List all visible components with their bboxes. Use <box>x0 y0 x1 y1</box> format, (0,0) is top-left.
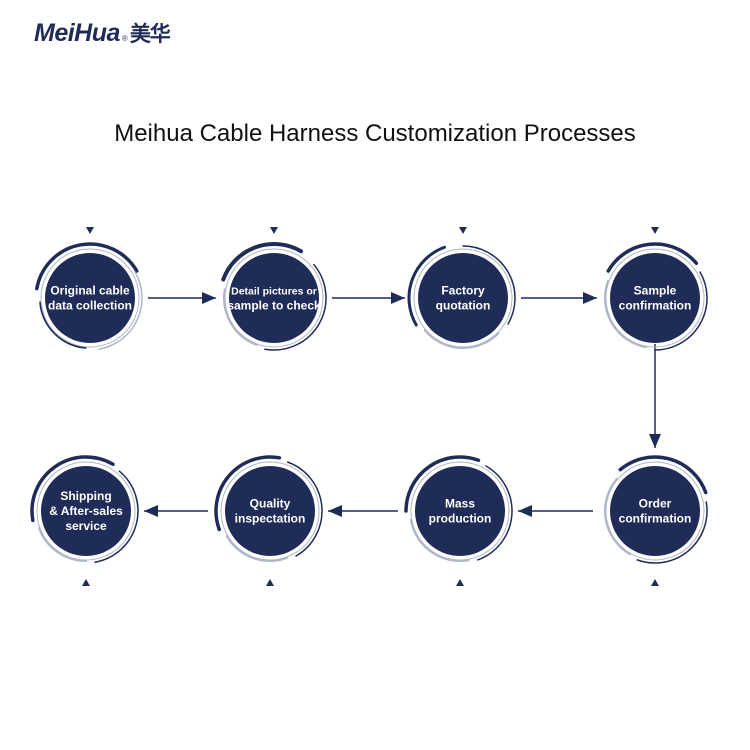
step-mass-production-ring-arc-1 <box>404 455 481 513</box>
step-order-confirmation-label-line-2: confirmation <box>619 512 692 526</box>
brand-name-chinese: 美华 <box>129 22 171 46</box>
step-mass-production-ring-arc-2 <box>477 465 513 561</box>
step-quality-inspectation-label-line-1: Quality <box>250 497 291 511</box>
step-factory-quotation-circle <box>418 253 508 343</box>
step-detail-pictures-or-sample-ring-arc-3 <box>223 288 258 346</box>
step-sample-confirmation-ring-arc-3 <box>604 279 648 349</box>
step-mass-production-label-line-1: Mass <box>445 497 475 511</box>
step-order-confirmation-ring-arc-2 <box>636 501 708 564</box>
step-factory-quotation-ring-arc-1 <box>407 245 447 327</box>
marker-triangle-top-3 <box>459 227 467 234</box>
arrowhead-1 <box>202 292 216 304</box>
step-sample-confirmation-ring-arc-2 <box>654 271 708 351</box>
step-order-confirmation-ring-arc-3 <box>604 477 631 556</box>
step-order-confirmation-label-line-1: Order <box>639 497 672 511</box>
step-order-confirmation-ring-arc-1 <box>618 455 708 495</box>
step-mass-production-circle <box>415 466 505 556</box>
step-sample-confirmation-label-line-1: Sample <box>634 284 677 298</box>
step-order-confirmation-circle <box>610 466 700 556</box>
step-detail-pictures-or-sample-circle <box>229 253 319 343</box>
step-shipping-after-sales-ring-arc-2 <box>94 470 139 563</box>
step-detail-pictures-or-sample-ring-arc-2 <box>264 263 327 351</box>
step-original-cable-data-collection-label-line-2: data collection <box>48 299 132 313</box>
step-shipping-after-sales-label-line-1: Shipping <box>60 489 111 503</box>
step-shipping-after-sales-ring <box>36 461 136 561</box>
arrowhead-6 <box>328 505 342 517</box>
brand-name: MeiHua <box>34 19 120 47</box>
step-original-cable-data-collection-ring-arc-3 <box>39 301 87 349</box>
step-shipping-after-sales-label-line-2: & After-sales <box>49 504 123 518</box>
marker-triangle-bottom-4 <box>82 579 90 586</box>
step-mass-production-ring-arc-3 <box>409 518 470 562</box>
step-quality-inspectation-ring-arc-2 <box>287 461 323 557</box>
step-sample-confirmation-circle <box>610 253 700 343</box>
marker-triangle-top-2 <box>270 227 278 234</box>
step-detail-pictures-or-sample-label-line-2: sample to check <box>227 299 321 313</box>
step-detail-pictures-or-sample-ring <box>224 248 324 348</box>
marker-triangle-bottom-1 <box>651 579 659 586</box>
step-original-cable-data-collection-ring-arc-1 <box>35 242 139 291</box>
step-mass-production-label-line-2: production <box>429 512 492 526</box>
step-shipping-after-sales-circle <box>41 466 131 556</box>
step-sample-confirmation-label-line-2: confirmation <box>619 299 692 313</box>
step-quality-inspectation-ring-arc-1 <box>214 455 282 532</box>
step-quality-inspectation-ring-arc-3 <box>225 535 289 562</box>
step-mass-production-ring <box>410 461 510 561</box>
step-factory-quotation-ring <box>413 248 513 348</box>
step-factory-quotation-label-line-1: Factory <box>441 284 485 298</box>
step-quality-inspectation-circle <box>225 466 315 556</box>
step-sample-confirmation-ring <box>605 248 705 348</box>
step-factory-quotation-ring-arc-2 <box>462 245 516 325</box>
step-quality-inspectation-ring <box>220 461 320 561</box>
arrowhead-7 <box>144 505 158 517</box>
step-original-cable-data-collection-ring-arc-2 <box>98 271 143 350</box>
page-title: Meihua Cable Harness Customization Proce… <box>114 120 636 147</box>
step-original-cable-data-collection-circle <box>45 253 135 343</box>
step-original-cable-data-collection-label-line-1: Original cable <box>50 284 130 298</box>
step-factory-quotation-label-line-2: quotation <box>436 299 491 313</box>
step-shipping-after-sales-ring-arc-1 <box>30 455 115 523</box>
marker-triangle-bottom-3 <box>266 579 274 586</box>
marker-triangle-top-1 <box>86 227 94 234</box>
step-sample-confirmation-ring-arc-1 <box>606 242 699 273</box>
step-factory-quotation-ring-arc-3 <box>423 329 500 349</box>
step-quality-inspectation-label-line-2: inspectation <box>235 512 306 526</box>
marker-triangle-bottom-2 <box>456 579 464 586</box>
arrowhead-2 <box>391 292 405 304</box>
arrowhead-5 <box>518 505 532 517</box>
step-shipping-after-sales-ring-arc-3 <box>38 527 87 562</box>
step-detail-pictures-or-sample-label-line-1: Detail pictures or <box>231 286 317 298</box>
step-detail-pictures-or-sample-ring-arc-1 <box>221 242 303 282</box>
marker-triangle-top-4 <box>651 227 659 234</box>
arrowhead-3 <box>583 292 597 304</box>
step-original-cable-data-collection-ring <box>40 248 140 348</box>
step-order-confirmation-ring <box>605 461 705 561</box>
registered-mark: ® <box>121 34 128 43</box>
brand-logo: MeiHua ® 美华 <box>34 18 171 48</box>
arrowhead-4 <box>649 434 661 448</box>
step-shipping-after-sales-label-line-3: service <box>65 519 107 533</box>
